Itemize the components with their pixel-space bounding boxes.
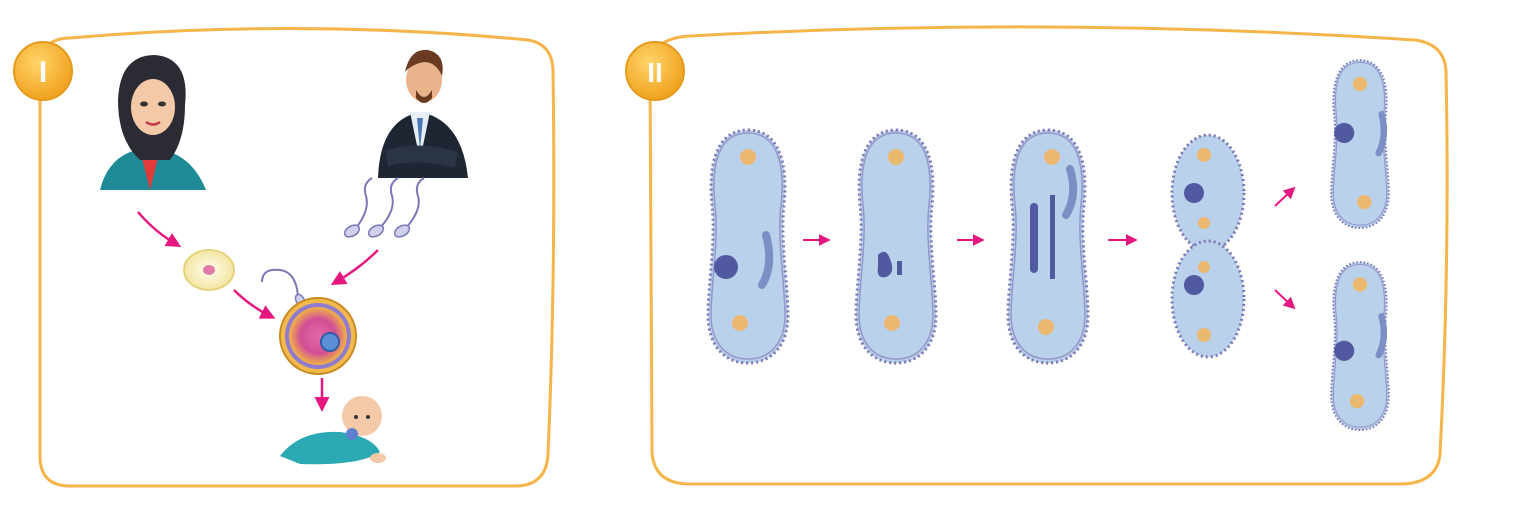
arrow-icon: [137, 211, 379, 412]
man-icon: [378, 49, 468, 178]
panel-1: I: [13, 26, 556, 488]
sperm-icon: [343, 177, 425, 238]
fertilized-egg-icon: [279, 297, 357, 375]
badge-panel-2: II: [625, 41, 685, 101]
paramecium-icon: [1006, 128, 1090, 365]
woman-icon: [100, 55, 206, 190]
badge-label-2: II: [647, 57, 663, 88]
panel-1-frame: [38, 26, 556, 488]
badge-panel-1: I: [13, 41, 73, 101]
panel-2: II: [625, 25, 1449, 486]
paramecium-icon: [1330, 59, 1390, 230]
egg-cell-icon: [183, 249, 235, 291]
paramecium-icon: [854, 128, 938, 365]
paramecium-icon: [1170, 133, 1246, 359]
baby-icon: [280, 396, 386, 465]
arrow-icon: [803, 186, 1296, 310]
badge-label-1: I: [39, 56, 47, 89]
paramecium-icon: [1330, 261, 1390, 432]
paramecium-icon: [706, 128, 790, 365]
